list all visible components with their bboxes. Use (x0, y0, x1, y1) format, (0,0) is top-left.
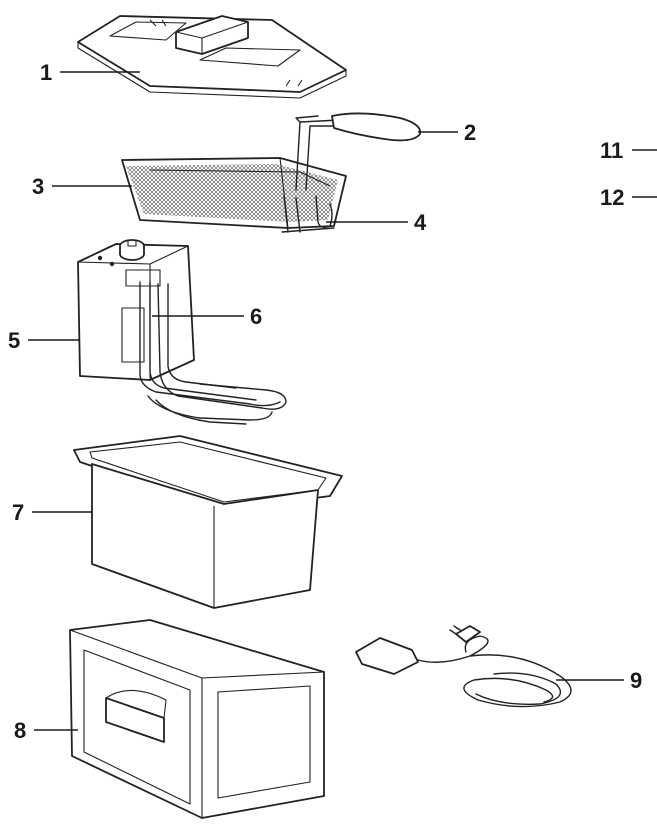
thermostat-knob (119, 239, 145, 261)
label-part-4: 4 (414, 210, 427, 235)
part-labels: 1 2 3 4 5 6 7 8 9 11 12 (8, 60, 642, 743)
label-part-11: 11 (600, 138, 623, 163)
label-part-9: 9 (630, 668, 642, 693)
label-part-12: 12 (600, 185, 624, 210)
housing-handle (105, 689, 167, 743)
label-part-7: 7 (12, 500, 24, 525)
label-part-5: 5 (8, 328, 20, 353)
housing (69, 619, 325, 819)
label-part-2: 2 (464, 120, 476, 145)
lid (77, 15, 347, 99)
lid-handle-knob (175, 15, 249, 55)
control-box (77, 239, 195, 381)
basket-hook (281, 195, 335, 233)
label-part-6: 6 (250, 304, 262, 329)
power-cord (355, 625, 572, 708)
label-part-3: 3 (32, 174, 44, 199)
basket-handle (295, 112, 422, 191)
leader-lines (28, 71, 657, 731)
heating-element (139, 281, 287, 425)
label-part-1: 1 (40, 60, 52, 85)
frying-basket (121, 157, 347, 229)
label-part-8: 8 (14, 718, 26, 743)
oil-container (73, 435, 343, 609)
